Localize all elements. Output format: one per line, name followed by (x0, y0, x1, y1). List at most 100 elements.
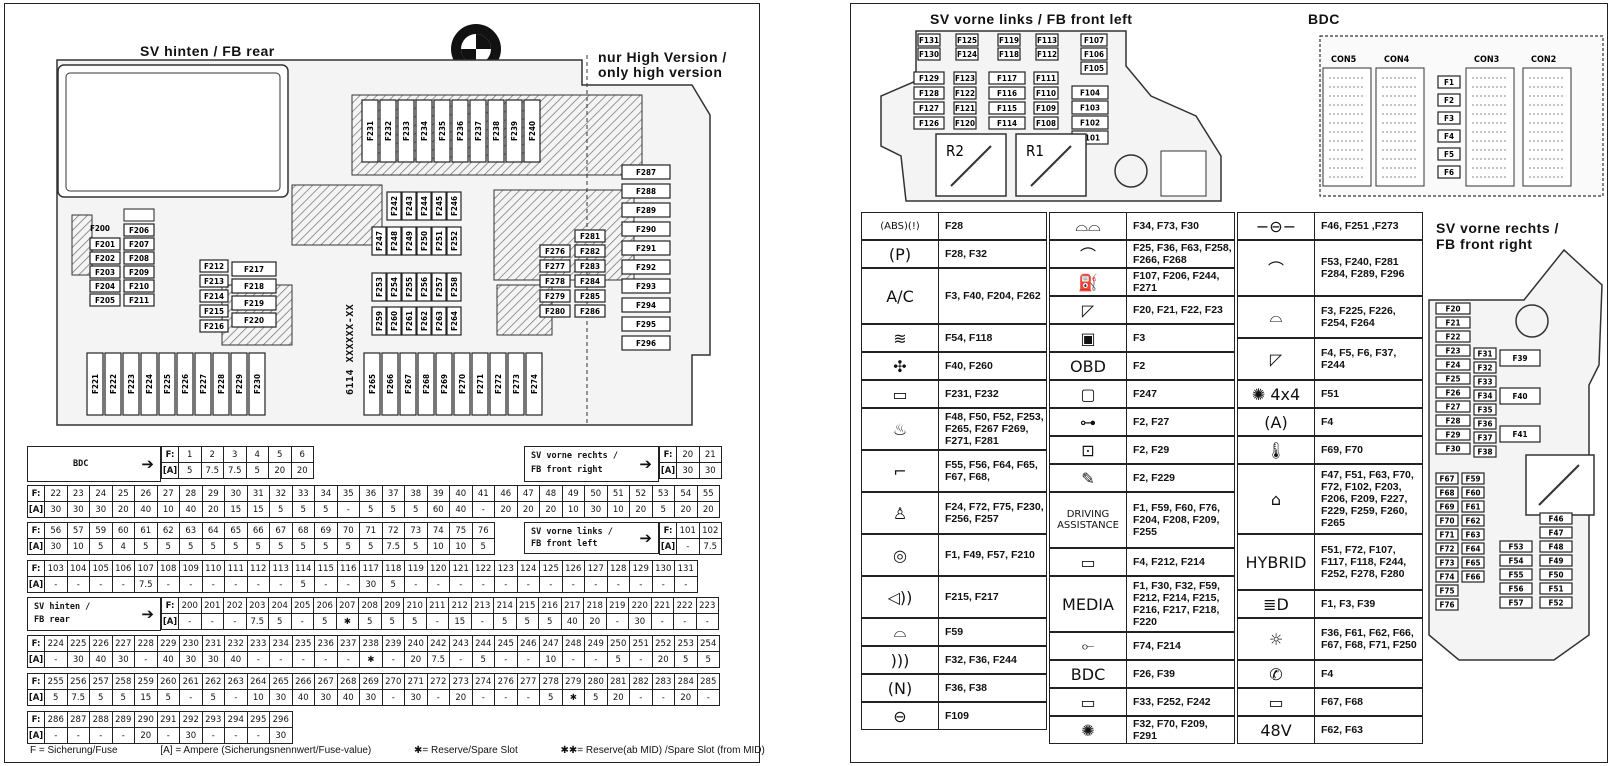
fr-fuse-slot (1539, 512, 1573, 525)
function-icon-cell: HYBRID (1238, 535, 1315, 589)
rear-fuse-label: F216 (204, 322, 224, 331)
rear-fuse-slot (371, 226, 387, 256)
fr-fuse-label: F57 (1509, 599, 1524, 608)
ampere-cell: - (179, 576, 203, 593)
ampere-cell: - (471, 576, 495, 593)
fl-fuse-label: F115 (997, 104, 1017, 113)
ampere-cell: - (111, 576, 135, 593)
fr-fuse-label: F55 (1509, 571, 1524, 580)
fuse-number-cell: 23 (66, 485, 90, 502)
rear-fuse-slot (199, 259, 229, 273)
fuse-number-cell: 110 (201, 560, 225, 577)
ampere-cell: 4 (111, 538, 135, 555)
function-row: ▭F67, F68 (1237, 688, 1423, 716)
rear-fuse-slot (415, 99, 433, 163)
fuse-number-cell: 245 (494, 635, 518, 652)
fl-fuse-label: F103 (1080, 104, 1100, 113)
rear-fuse-label: F236 (456, 121, 465, 141)
rear-fuse-label: F252 (450, 231, 459, 251)
fr-fuse-label: F39 (1513, 354, 1528, 363)
function-fuses-text: F62, F63 (1321, 724, 1364, 736)
rear-fuse-label: F213 (204, 277, 224, 286)
fuse-number-cell: 289 (111, 711, 135, 728)
usb-icon: ⟜ (1081, 636, 1095, 655)
function-fuses-text: F2, F29 (1133, 444, 1170, 456)
rear-fuse-slot (471, 352, 489, 416)
fuse-number-cell: 258 (111, 673, 135, 690)
rear-fuse-slot (446, 272, 462, 302)
ampere-cell: - (224, 727, 248, 744)
ampere-cell: 5 (651, 501, 675, 518)
rear-fuse-label: F225 (163, 374, 172, 394)
fuse-number-cell: 266 (291, 673, 315, 690)
ampere-cell: - (44, 576, 68, 593)
ampere-cell: 7.5 (200, 462, 224, 479)
fuse-number-cell: 38 (404, 485, 428, 502)
rear-fuse-label: F242 (390, 196, 399, 216)
function-icon-cell: ◎ (862, 535, 939, 575)
rear-fuse-slot (386, 191, 402, 221)
fuse-number-cell: 73 (404, 522, 428, 539)
ampere-cell: 30 (359, 689, 383, 706)
function-row: ◎F1, F49, F57, F210 (861, 534, 1047, 576)
rear-fuse-slot (525, 352, 543, 416)
fl-fuse-slot (917, 33, 941, 47)
fuse-number-cell: 271 (404, 673, 428, 690)
fl-fuse-label: F131 (919, 36, 939, 45)
ampere-cell: - (651, 689, 675, 706)
function-fuses-text: F4 (1321, 416, 1334, 428)
rear-fuse-label: F261 (405, 311, 414, 331)
fuse-number-cell: 75 (449, 522, 473, 539)
rear-fuse-slot (363, 352, 381, 416)
fl-fuse-label: F111 (1036, 74, 1056, 83)
function-row: ⌓F59 (861, 618, 1047, 646)
fl-fuse-label: F105 (1084, 64, 1104, 73)
function-icon-cell: ))) (862, 647, 939, 673)
ampere-cell: 5 (224, 538, 248, 555)
front-left-fuse-box-diagram: F131F130F125F124F119F118F113F112F107F106… (880, 30, 1222, 202)
rear-fuse-panel (4, 3, 760, 763)
ampere-cell: - (246, 727, 270, 744)
rear-fuse-label: F211 (129, 296, 149, 305)
row-header: [A] (27, 576, 45, 593)
fuse-number-cell: 279 (561, 673, 585, 690)
fr-fuse-slot (1473, 403, 1497, 416)
rear-fuse-slot (89, 293, 121, 307)
seat-heating-rear-icon: ≋ (893, 328, 907, 348)
auto-start-stop-icon: (A) (1264, 412, 1288, 432)
ampere-cell: 5 (403, 613, 427, 630)
fuse-number-cell: 37 (381, 485, 405, 502)
rear-fuse-slot (539, 259, 571, 273)
ampere-cell: - (494, 689, 518, 706)
ampere-cell: - (336, 651, 360, 668)
ampere-cell: 40 (156, 651, 180, 668)
ampere-cell: 20 (629, 501, 653, 518)
function-icon-cell: ▭ (1238, 689, 1315, 715)
fl-fuse-label: F124 (957, 50, 977, 59)
rear-fuse-slot (574, 259, 606, 273)
function-fuses-text: F32, F70, F209, F291 (1133, 718, 1208, 742)
function-row: ◁))F215, F217 (861, 576, 1047, 618)
rear-fuse-slot (158, 352, 176, 416)
fuse-number-cell: 74 (426, 522, 450, 539)
rear-fuse-label: F217 (244, 265, 264, 274)
fuse-number-cell: 30 (224, 485, 248, 502)
fl-fuse-label: F104 (1080, 89, 1100, 98)
fl-fuse-slot (988, 71, 1026, 85)
rear-fuse-label: F209 (129, 268, 149, 277)
rear-fuse-label: F207 (129, 240, 149, 249)
rear-fuse-label: F239 (510, 121, 519, 141)
phone-icon: ✆ (1269, 664, 1283, 684)
fuse-number-cell: 250 (606, 635, 630, 652)
ampere-cell: - (516, 689, 540, 706)
function-row: ▭F231, F232 (861, 380, 1047, 408)
function-icon-cell: ⛽ (1050, 269, 1127, 295)
ampere-cell: 5 (314, 501, 338, 518)
fr-fuse-slot (1461, 542, 1485, 555)
ampere-cell: 5 (493, 613, 517, 630)
row-header: [A] (659, 538, 677, 555)
fr-fuse-slot (1435, 472, 1459, 485)
fuse-number-cell: 265 (269, 673, 293, 690)
fuse-number-cell: 253 (674, 635, 698, 652)
